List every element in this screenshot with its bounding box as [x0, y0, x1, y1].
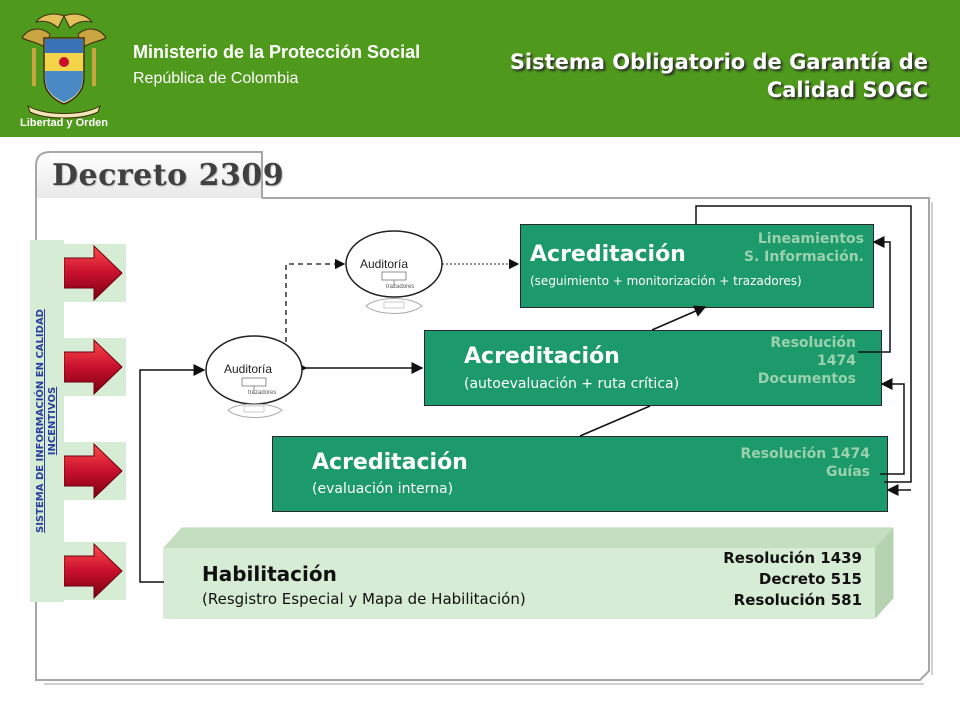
accreditation-self-eval-box — [424, 330, 882, 406]
accreditation-monitoring-title: Acreditación — [530, 242, 686, 267]
accreditation-self-eval-ref-3: Documentos — [757, 371, 856, 387]
red-arrow-holder — [64, 542, 126, 600]
red-arrow-holder — [64, 442, 126, 500]
red-arrow-icon — [64, 244, 123, 302]
system-title: Sistema Obligatorio de Garantía de Calid… — [509, 50, 928, 102]
decree-label: Decreto 2309 — [52, 158, 285, 193]
habilitation-ref-2: Decreto 515 — [758, 570, 862, 588]
red-arrow-icon — [64, 542, 123, 600]
habilitation-references: Resolución 1439 Decreto 515 Resolución 5… — [676, 548, 862, 611]
habilitation-title: Habilitación — [202, 562, 337, 586]
accreditation-internal-references: Resolución 1474 Guías — [680, 445, 870, 481]
accreditation-monitoring-subtitle: (seguimiento + monitorización + trazador… — [530, 274, 802, 288]
audit-caption: trazadores — [248, 390, 277, 396]
republic-name: República de Colombia — [133, 70, 299, 87]
accreditation-monitoring-ref-2: S. Información. — [743, 249, 864, 265]
accreditation-self-eval-subtitle: (autoevaluación + ruta crítica) — [464, 376, 680, 392]
accreditation-monitoring-box — [520, 224, 874, 308]
habilitation-subtitle: (Resgistro Especial y Mapa de Habilitaci… — [202, 590, 526, 608]
information-system-bar — [30, 240, 64, 602]
habilitation-ref-1: Resolución 1439 — [723, 549, 862, 567]
accreditation-internal-ref-1: Resolución 1474 — [740, 446, 870, 462]
red-arrow-holder — [64, 338, 126, 396]
svg-text:Libertad y Orden: Libertad y Orden — [20, 117, 108, 129]
ministry-name: Ministerio de la Protección Social — [133, 42, 421, 62]
accreditation-internal-box — [272, 436, 888, 512]
accreditation-internal-title: Acreditación — [312, 450, 468, 475]
audit-caption: trazadores — [386, 284, 415, 290]
header-band: Libertad y Orden Ministerio de la Protec… — [0, 0, 960, 137]
accreditation-internal-ref-2: Guías — [825, 464, 870, 480]
accreditation-self-eval-ref-1: Resolución — [770, 335, 856, 351]
audit-label: Auditoría — [360, 257, 409, 271]
habilitation-ref-3: Resolución 581 — [733, 591, 862, 609]
accreditation-self-eval-title: Acreditación — [464, 344, 620, 369]
accreditation-monitoring-references: Lineamientos S. Información. — [700, 230, 864, 266]
accreditation-self-eval-references: Resolución 1474 Documentos — [720, 334, 856, 388]
coat-of-arms-logo: Libertad y Orden — [20, 13, 108, 129]
red-arrow-icon — [64, 442, 123, 500]
accreditation-self-eval-ref-2: 1474 — [817, 353, 856, 369]
audit-ellipse — [345, 230, 443, 314]
red-arrow-icon — [64, 338, 123, 396]
accreditation-monitoring-ref-1: Lineamientos — [757, 231, 864, 247]
red-arrow-holder — [64, 244, 126, 302]
audit-ellipse — [205, 335, 303, 418]
audit-label: Auditoría — [224, 362, 273, 376]
accreditation-internal-subtitle: (evaluación interna) — [312, 481, 454, 497]
